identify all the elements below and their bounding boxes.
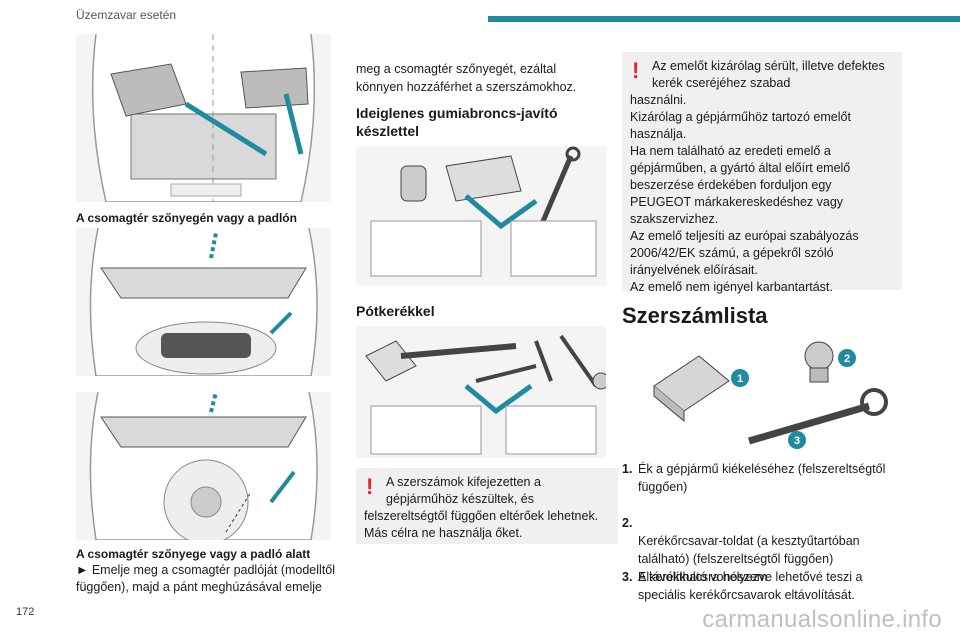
watermark: carmanualsonline.info <box>702 606 942 633</box>
list-number: 1. <box>622 462 633 476</box>
jack-warning-box: ! Az emelőt kizárólag sérült, illetve de… <box>622 52 902 294</box>
list-number: 2. <box>622 516 633 530</box>
jack-warning-rest: használni. Kizárólag a gépjárműhöz tarto… <box>630 93 859 294</box>
tools-warning-rest: felszereltségtől függően eltérőek lehetn… <box>364 509 599 540</box>
tool-list-item-3: 3. Eltávolítható vonószem <box>622 568 908 586</box>
tool-list-item-2: 2. Kerékőrcsavar-toldat (a kesztyűtartób… <box>622 496 908 604</box>
warning-icon: ! <box>366 474 374 499</box>
list-text: Kerékőrcsavar-toldat (a kesztyűtartóban … <box>638 534 863 602</box>
heading-tool-list: Szerszámlista <box>622 303 768 328</box>
heading-spare-wheel: Pótkerékkel <box>356 303 435 319</box>
tools-warning-first: A szerszámok kifejezetten a gépjárműhöz … <box>386 475 541 506</box>
page-number: 172 <box>16 606 35 618</box>
trunk-top-view-figure <box>76 34 331 202</box>
page-header-title: Üzemzavar esetén <box>76 8 177 22</box>
spare-wheel-tools-figure <box>356 326 606 458</box>
tool-list-item-1: 1. Ék a gépjármű kiékeléséhez (felszerel… <box>622 460 908 496</box>
header-accent-bar <box>488 16 960 22</box>
callout-2: 2 <box>844 353 850 365</box>
jack-warning-first: Az emelőt kizárólag sérült, illetve defe… <box>652 59 885 90</box>
step-lift-floor: ► Emelje meg a csomagtér padlóját (model… <box>76 563 336 594</box>
heading-repair-kit: Ideiglenes gumiabroncs-javító készlettel <box>356 105 558 139</box>
list-text: Eltávolítható vonószem <box>638 570 768 584</box>
repair-kit-figure <box>356 146 606 286</box>
callout-3: 3 <box>794 435 800 447</box>
tool-list-figure: 1 2 3 <box>644 336 894 454</box>
caption-under-floor: A csomagtér szőnyege vagy a padló alatt <box>76 547 311 561</box>
warning-icon: ! <box>632 58 640 83</box>
list-number: 3. <box>622 570 633 584</box>
trunk-floor-spare-wheel-figure <box>76 392 331 540</box>
continued-text: meg a csomagtér szőnyegét, ezáltal könny… <box>356 62 577 94</box>
caption-on-floor: A csomagtér szőnyegén vagy a padlón <box>76 211 297 225</box>
callout-1: 1 <box>737 373 743 385</box>
list-text: Ék a gépjármű kiékeléséhez (felszereltsé… <box>638 462 886 494</box>
trunk-floor-lift-figure <box>76 228 331 376</box>
tools-warning-box: ! A szerszámok kifejezetten a gépjárműhö… <box>356 468 618 544</box>
